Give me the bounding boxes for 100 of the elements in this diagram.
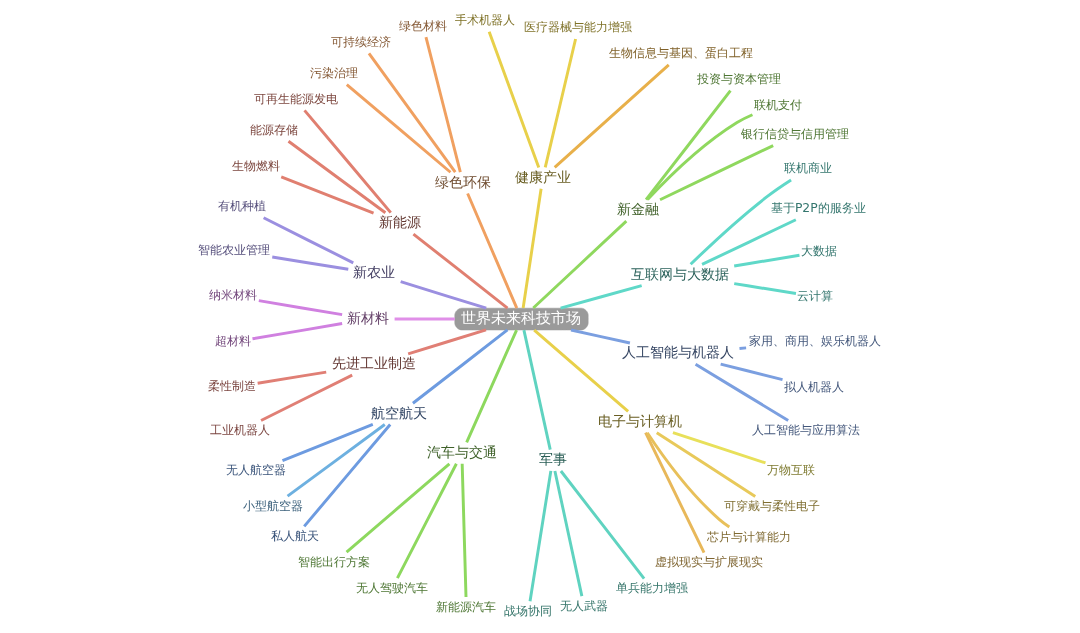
node-text: 新材料 [347, 309, 390, 326]
node-text: 银行信贷与信用管理 [741, 127, 850, 142]
connector [367, 52, 457, 173]
node-text: 新能源 [378, 214, 421, 231]
node-text: 健康产业 [514, 168, 571, 185]
connector [260, 373, 353, 422]
node-text: 投资与资本管理 [696, 72, 781, 87]
connector [646, 431, 731, 529]
connector [560, 284, 643, 310]
connector [286, 423, 386, 498]
connector [262, 216, 354, 265]
connector [655, 431, 757, 498]
connector [345, 83, 452, 174]
node-text: 医疗器械与能力增强 [524, 20, 633, 35]
node-text: 先进工业制造 [331, 355, 416, 372]
node-text: 智能出行方案 [298, 554, 371, 569]
connector [258, 299, 343, 317]
connector [281, 423, 374, 462]
node-text: 无人航空器 [225, 463, 286, 478]
connector [394, 317, 455, 321]
connector [272, 255, 349, 271]
connector [533, 329, 630, 413]
node-text: 生物燃料 [231, 158, 280, 173]
node-text: 无人武器 [560, 598, 609, 613]
connector [644, 432, 706, 554]
connector [396, 463, 458, 579]
node-box: 世界未来科技市场 [454, 307, 589, 331]
node-text: 互联网与大数据 [630, 265, 729, 282]
node-text: 工业机器人 [209, 423, 270, 438]
connector [280, 175, 375, 215]
connector [553, 63, 670, 169]
connector [528, 470, 553, 602]
node-text: 生物信息与基因、蛋白工程 [608, 46, 753, 61]
connector [694, 362, 789, 422]
node-text: 绿色环保 [435, 173, 492, 190]
node-text: 手术机器人 [455, 13, 516, 28]
connector [287, 140, 387, 214]
node-text: 联机商业 [784, 161, 833, 176]
node-text: 无人驾驶汽车 [355, 580, 428, 595]
node-text: 新农业 [353, 264, 396, 281]
node-text: 家用、商用、娱乐机器人 [748, 334, 881, 349]
node-text: 航空航天 [371, 404, 428, 421]
connector [460, 463, 468, 597]
connector [303, 423, 392, 528]
node-text: 新能源汽车 [436, 599, 497, 614]
connector [400, 280, 487, 310]
node-text: 万物互联 [767, 463, 816, 478]
connector [659, 144, 774, 202]
connector [644, 89, 732, 201]
node-text: 汽车与交通 [426, 443, 497, 460]
connector [412, 232, 509, 310]
node-text: 可持续经济 [331, 34, 392, 49]
connector [734, 282, 797, 295]
node-text: 军事 [538, 450, 567, 467]
node-text: 电子与计算机 [598, 412, 683, 429]
connector [672, 431, 766, 465]
node-text: 云计算 [797, 288, 834, 303]
connector [522, 329, 552, 450]
node-text: 有机种植 [218, 199, 267, 214]
connector [559, 470, 646, 580]
connector [407, 328, 487, 356]
node-text: 能源存储 [250, 122, 299, 137]
node-text: 柔性制造 [208, 379, 257, 394]
connector [553, 470, 584, 597]
node-text: 可再生能源发电 [253, 91, 338, 106]
node-text: 基于P2P的服务业 [770, 201, 866, 216]
connector [543, 38, 578, 168]
node-text: 可穿戴与柔性电子 [723, 499, 820, 514]
node-text: 战场协同 [504, 604, 553, 618]
connector [532, 220, 628, 310]
connector [257, 370, 327, 385]
connector [466, 192, 519, 309]
node-text: 单兵能力增强 [616, 581, 689, 596]
connector [701, 218, 797, 266]
node-text: 虚拟现实与扩展现实 [655, 555, 764, 570]
connector [424, 36, 462, 173]
node-text: 智能农业管理 [198, 242, 271, 257]
connector [412, 328, 509, 405]
node-text: 人工智能与应用算法 [751, 423, 860, 438]
connector [345, 462, 451, 554]
connector [720, 362, 783, 381]
node-text: 小型航空器 [243, 498, 304, 513]
connector [689, 178, 792, 266]
connector [570, 328, 631, 345]
node-text: 纳米材料 [209, 288, 258, 303]
node-text: 大数据 [800, 244, 837, 259]
connector [733, 253, 800, 268]
connector [739, 346, 747, 350]
node-text: 人工智能与机器人 [622, 344, 735, 361]
connector [646, 113, 754, 201]
node-text: 污染治理 [310, 65, 359, 80]
node-text: 超材料 [215, 334, 252, 349]
connector [303, 109, 392, 214]
node-text: 拟人机器人 [784, 379, 845, 394]
connector [465, 329, 518, 443]
connector [521, 188, 543, 309]
node-text: 私人航天 [271, 529, 320, 544]
connector [487, 31, 541, 168]
node-text: 绿色材料 [399, 18, 448, 33]
node-text: 新金融 [616, 201, 659, 218]
